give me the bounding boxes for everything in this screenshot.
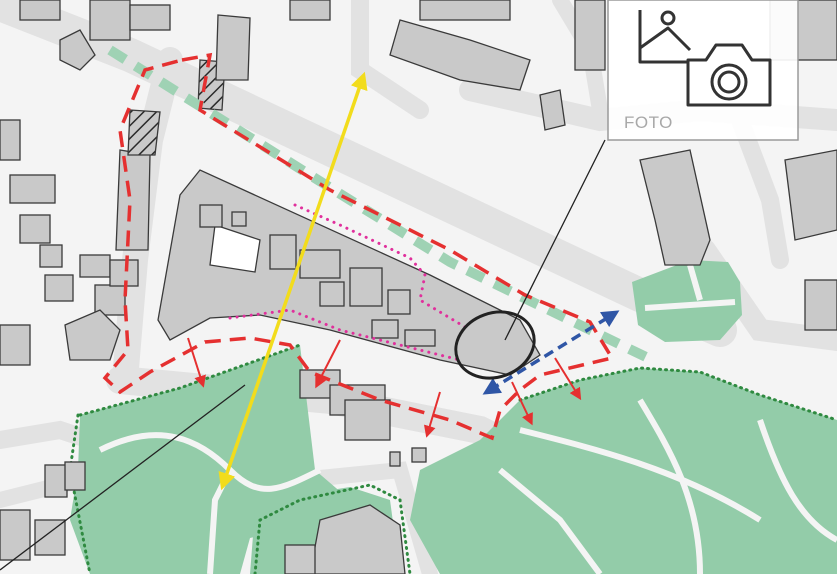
park-east <box>632 260 742 342</box>
view-axis-arrow <box>218 71 368 491</box>
blue-connection-arrow <box>482 310 620 395</box>
park-south <box>410 368 837 574</box>
camera-photo-icon <box>638 10 772 107</box>
building-top-middle <box>389 19 531 91</box>
study-area-boundary <box>102 52 615 441</box>
photo-location-ellipse <box>454 310 536 380</box>
photo-callout-box <box>607 0 799 141</box>
leader-line-southwest <box>0 384 246 571</box>
photo-label: FOTO <box>624 113 673 132</box>
photo-leader-line <box>504 139 606 341</box>
